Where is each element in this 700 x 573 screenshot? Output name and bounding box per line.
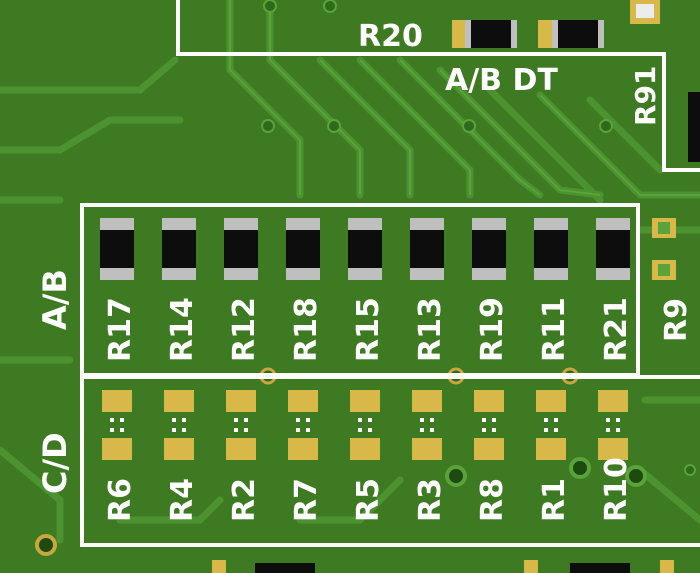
label-r3: R3 <box>413 478 448 522</box>
resistor-r11 <box>534 218 568 280</box>
r20-pad-left <box>452 20 467 48</box>
via <box>462 119 476 133</box>
r20-body <box>465 20 517 48</box>
via <box>323 0 337 13</box>
label-r21: R21 <box>599 297 634 362</box>
trace-highlights <box>229 0 700 196</box>
label-r5: R5 <box>351 478 386 522</box>
label-r7: R7 <box>289 478 324 522</box>
dt-pad-left <box>538 20 553 48</box>
ab-dt-label: A/B DT <box>445 63 558 98</box>
top-component-outline <box>176 0 700 172</box>
label-r17: R17 <box>103 297 138 362</box>
label-r14: R14 <box>165 297 200 362</box>
via <box>625 465 647 487</box>
ab-resistor-row <box>100 218 630 280</box>
label-r15: R15 <box>351 297 386 362</box>
resistor-r14 <box>162 218 196 280</box>
via <box>599 119 613 133</box>
top-components <box>452 0 700 162</box>
dt-body <box>552 20 604 48</box>
resistor-r10 <box>598 390 628 460</box>
resistor-r13 <box>410 218 444 280</box>
cd-resistor-row <box>102 390 628 460</box>
via <box>445 465 467 487</box>
bottom-partial-components <box>212 560 674 573</box>
cd-group-label: C/D <box>36 432 74 494</box>
r9-pads <box>652 218 676 280</box>
label-r12: R12 <box>227 297 262 362</box>
via <box>35 534 57 556</box>
resistor-r1 <box>536 390 566 460</box>
r91-pad <box>688 92 700 162</box>
resistor-r5 <box>350 390 380 460</box>
cd-group-outline <box>80 375 700 547</box>
resistor-r6 <box>102 390 132 460</box>
via <box>327 119 341 133</box>
label-r2: R2 <box>227 478 262 522</box>
ab-group-label: A/B <box>36 269 74 330</box>
resistor-r8 <box>474 390 504 460</box>
ab-label-row: R17 R14 R12 R18 R15 R13 R19 R11 R21 <box>103 297 634 362</box>
resistor-r4 <box>164 390 194 460</box>
label-r13: R13 <box>413 297 448 362</box>
r20-label: R20 <box>358 19 423 54</box>
resistor-r7 <box>288 390 318 460</box>
via <box>569 457 591 479</box>
label-r8: R8 <box>475 478 510 522</box>
resistor-r21 <box>596 218 630 280</box>
label-r6: R6 <box>103 478 138 522</box>
cd-label-row: R6 R4 R2 R7 R5 R3 R8 R1 R10 <box>103 457 634 522</box>
r9-label: R9 <box>659 298 694 342</box>
resistor-r19 <box>472 218 506 280</box>
resistor-r18 <box>286 218 320 280</box>
label-r4: R4 <box>165 478 200 522</box>
resistor-r2 <box>226 390 256 460</box>
label-r1: R1 <box>537 478 572 522</box>
silkscreen-outlines <box>80 0 700 547</box>
via <box>263 0 277 13</box>
r91-label: R91 <box>629 65 662 126</box>
label-r19: R19 <box>475 297 510 362</box>
resistor-r17 <box>100 218 134 280</box>
resistor-r3 <box>412 390 442 460</box>
resistor-r15 <box>348 218 382 280</box>
label-r11: R11 <box>537 297 572 362</box>
resistor-r12 <box>224 218 258 280</box>
label-r10: R10 <box>599 457 634 522</box>
label-r18: R18 <box>289 297 324 362</box>
via <box>684 464 696 476</box>
via <box>261 119 275 133</box>
